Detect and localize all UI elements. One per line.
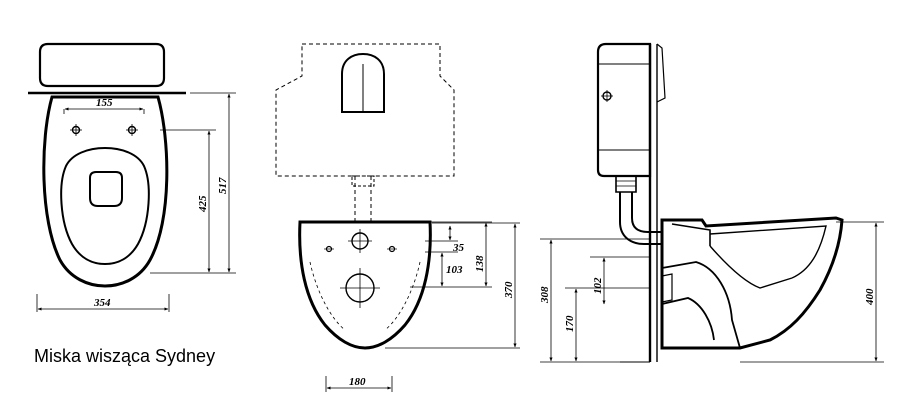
side-view-flush-pipe: [620, 192, 662, 244]
dim-label-138: 138: [474, 255, 486, 272]
front-view: [276, 44, 520, 392]
front-view-bowl: [300, 222, 431, 348]
top-view: [28, 44, 236, 312]
top-view-bowl-outer: [44, 97, 167, 286]
side-view-pipe-fitting: [616, 176, 636, 192]
dim-label-35: 35: [452, 242, 465, 254]
dim-label-400: 400: [864, 288, 876, 306]
side-view-trap: [662, 262, 740, 348]
dim-label-155: 155: [96, 97, 113, 109]
side-view: [540, 44, 884, 362]
dim-label-102: 102: [592, 277, 604, 294]
top-view-wall-block: [40, 44, 164, 86]
dim-label-180: 180: [349, 376, 366, 388]
side-view-bowl: [662, 218, 842, 348]
front-view-flush-plate: [342, 54, 384, 112]
dim-label-517: 517: [217, 177, 229, 194]
dim-label-170: 170: [564, 315, 576, 332]
dim-label-370: 370: [503, 281, 515, 299]
dim-label-103: 103: [446, 264, 463, 276]
top-view-drain: [90, 172, 122, 206]
dim-label-425: 425: [197, 195, 209, 213]
dim-label-354: 354: [93, 297, 111, 309]
dim-label-308: 308: [539, 286, 551, 304]
drawing-title: Miska wisząca Sydney: [34, 346, 216, 366]
front-view-frame-dashed: [276, 44, 454, 176]
top-view-bowl-inner: [61, 148, 149, 264]
